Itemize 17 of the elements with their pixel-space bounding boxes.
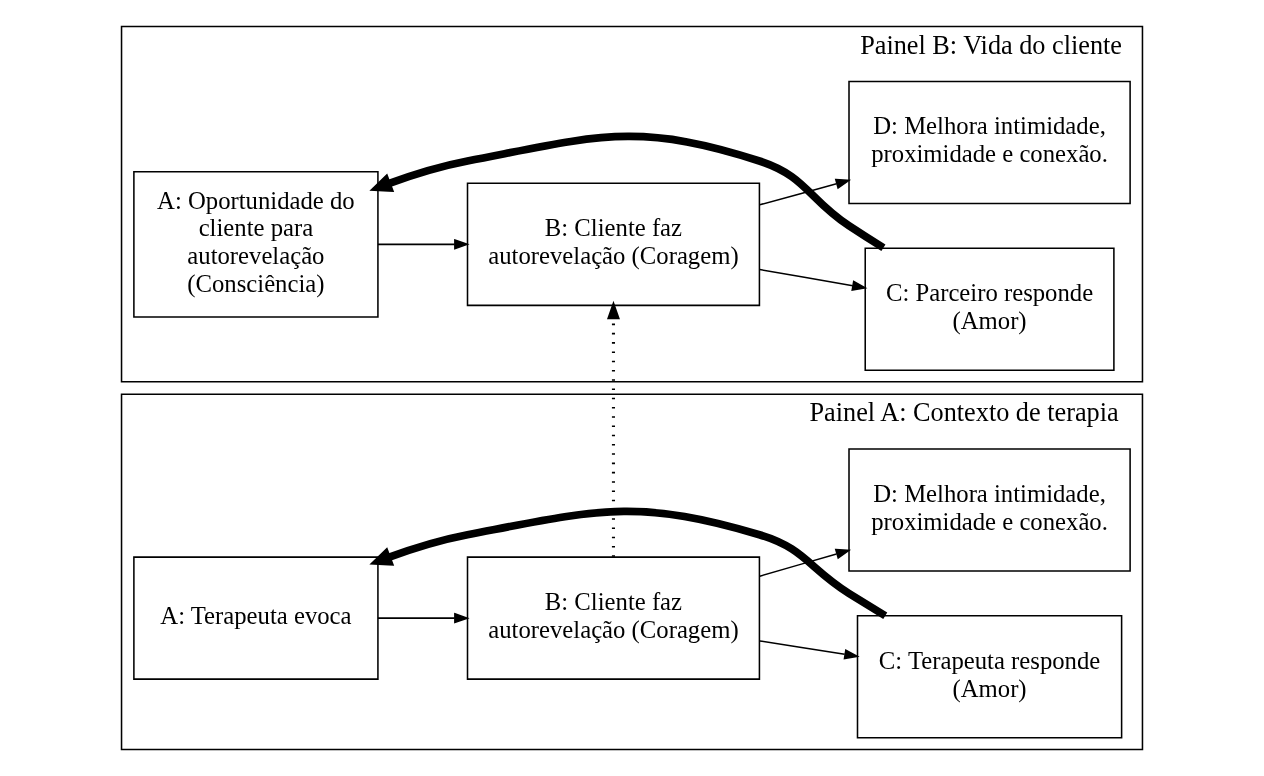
arrow — [759, 640, 860, 660]
node-box: B: Cliente faz autorevelação (Coragem) — [466, 556, 761, 680]
node-box: C: Terapeuta responde (Amor) — [856, 615, 1123, 739]
node-box: A: Oportunidade do cliente para autorevelação (Consciência) — [133, 171, 379, 318]
node-box: A: Terapeuta evoca — [133, 556, 379, 680]
arrow — [759, 178, 852, 206]
node-box: D: Melhora intimidade, proximidade e conexão. — [848, 448, 1131, 572]
arrow — [759, 548, 852, 577]
node-box: D: Melhora intimidade, proximidade e conexão. — [848, 80, 1131, 205]
node-box: B: Cliente faz autorevelação (Coragem) — [466, 182, 761, 307]
node-box: C: Parceiro responde (Amor) — [864, 247, 1115, 371]
arrow — [759, 268, 868, 291]
arrow — [377, 238, 470, 250]
arrow — [377, 612, 470, 624]
arrow — [369, 507, 888, 620]
arrow — [369, 132, 886, 252]
arrow — [606, 300, 620, 557]
